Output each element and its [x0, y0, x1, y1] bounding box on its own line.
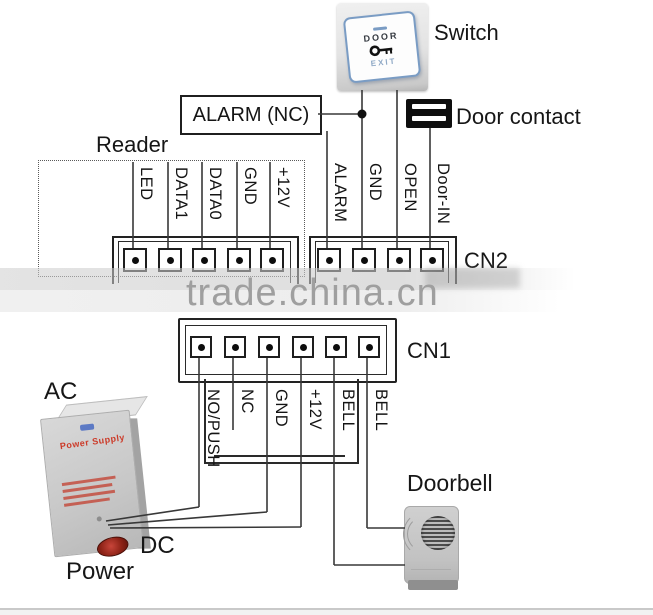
doorbell-panel-line: [411, 569, 451, 570]
power-label: Power: [66, 558, 135, 585]
terminal-label-12v-cn1: +12V: [306, 389, 324, 430]
cn1-plug-skirt-line: [214, 455, 345, 457]
key-icon: [369, 45, 393, 57]
cn2-connector-outer: [309, 236, 457, 284]
terminal-label-bell-1: BELL: [339, 389, 357, 432]
door-contact-slot: [412, 104, 446, 109]
switch-label: Switch: [434, 20, 499, 45]
terminal-label-gnd-cn1: GND: [272, 389, 290, 428]
doorbell-base-shadow: [408, 580, 458, 590]
terminal-bell-2: [358, 336, 380, 358]
terminal-label-alarm: ALARM: [331, 163, 349, 223]
exit-switch: DOOR EXIT: [337, 3, 428, 91]
terminal-no-push: [190, 336, 212, 358]
junction-dot: [357, 109, 367, 119]
terminal-label-bell-2: BELL: [372, 389, 390, 432]
doorbell-label: Doorbell: [407, 470, 493, 496]
dc-label: DC: [140, 532, 175, 559]
watermark-band: [0, 268, 575, 290]
reader-connector-inner: [118, 241, 291, 283]
door-contact-label: Door contact: [456, 104, 581, 129]
terminal-label-nc: NC: [238, 389, 256, 414]
cn1-plug-skirt: [204, 379, 359, 464]
bottom-divider-line: [0, 608, 653, 610]
doorbell-sound-arc: [407, 516, 443, 552]
watermark-text: trade.china.cn: [186, 272, 439, 314]
cn1-label: CN1: [407, 338, 452, 363]
alarm-nc-box: ALARM (NC): [180, 95, 322, 135]
cn1-connector-inner: [185, 325, 387, 375]
cn1-connector-outer: [178, 318, 397, 383]
terminal-label-gnd-reader: GND: [241, 167, 259, 206]
terminal-label-data1: DATA1: [172, 167, 190, 221]
terminal-gnd-cn1: [258, 336, 280, 358]
terminal-label-led: LED: [137, 167, 155, 201]
doorbell-speaker-grille: [421, 516, 455, 550]
door-contact-slot: [412, 116, 446, 121]
terminal-label-gnd-cn2: GND: [366, 163, 384, 202]
watermark-band: [0, 290, 560, 312]
door-contact-icon: [406, 99, 452, 128]
terminal-bell-1: [325, 336, 347, 358]
terminal-label-no-push: NO/PUSH: [204, 389, 222, 468]
reader-label: Reader: [96, 132, 169, 157]
bottom-band: [0, 610, 653, 615]
alarm-nc-text: ALARM (NC): [192, 103, 310, 126]
reader-connector-outer: [112, 236, 299, 284]
terminal-label-data0: DATA0: [206, 167, 224, 221]
terminal-label-open: OPEN: [401, 163, 419, 212]
terminal-12v-cn1: [292, 336, 314, 358]
terminal-nc: [224, 336, 246, 358]
terminal-label-12v-reader: +12V: [274, 167, 292, 208]
exit-button: DOOR EXIT: [342, 10, 422, 84]
watermark-smudge: [425, 268, 520, 288]
terminal-label-door-in: Door-IN: [434, 163, 452, 225]
cn2-connector-inner: [315, 241, 449, 283]
doorbell: [403, 506, 459, 584]
doorbell-sound-arc: [403, 511, 449, 557]
ac-label: AC: [44, 378, 78, 405]
